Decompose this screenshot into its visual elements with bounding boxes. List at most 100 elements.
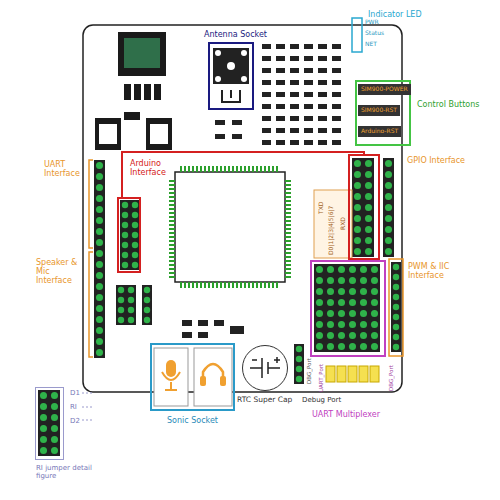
chip-pin <box>169 224 175 226</box>
smd-part <box>276 56 285 61</box>
small-parts <box>198 332 208 338</box>
antenna-connector <box>227 62 235 70</box>
smd-part <box>262 128 271 133</box>
smd-part <box>276 92 285 97</box>
header-pin <box>371 277 378 284</box>
module-component <box>118 32 166 76</box>
chip-pin <box>276 166 278 172</box>
header-pin <box>327 332 334 339</box>
chip-pin <box>264 166 266 172</box>
header-pin <box>122 212 128 218</box>
jumper-cap <box>370 366 379 382</box>
chip-pin <box>169 236 175 238</box>
multiplexer-box: UART Multiplexer <box>310 260 386 357</box>
header-pin <box>393 334 399 340</box>
header-pin <box>393 274 399 280</box>
chip-pin <box>204 282 206 288</box>
smd-part <box>332 140 341 145</box>
smd-part <box>318 128 327 133</box>
header-pin <box>96 195 103 202</box>
chip-pin <box>224 166 226 172</box>
supercap-circle: RTC Super Cap <box>242 345 288 391</box>
chip-pin <box>196 166 198 172</box>
header-pin <box>316 277 323 284</box>
led-name: PWR <box>365 19 395 26</box>
header-pin <box>354 193 361 200</box>
chip-pin <box>220 282 222 288</box>
small-parts <box>230 326 244 334</box>
audio-jacks <box>220 376 226 386</box>
chip-pin <box>285 236 291 238</box>
header-pin <box>365 237 372 244</box>
header-pin <box>354 226 361 233</box>
smd-part <box>276 68 285 73</box>
header-pin <box>96 173 103 180</box>
header-body <box>120 200 140 270</box>
smd-part <box>304 92 313 97</box>
smd-part <box>276 44 285 49</box>
header-pin <box>51 392 58 399</box>
chip-pin <box>169 212 175 214</box>
antenna-connector <box>241 76 247 82</box>
pwm-bracket <box>389 259 403 356</box>
audio-jacks <box>194 348 232 406</box>
header-pin <box>393 264 399 270</box>
chip-pin <box>268 166 270 172</box>
chip-pin <box>204 166 206 172</box>
header-pin <box>360 310 367 317</box>
header-pin <box>371 321 378 328</box>
chip-pin <box>285 184 291 186</box>
header-pin <box>128 307 134 313</box>
chip-pin <box>285 276 291 278</box>
header-pin <box>327 343 334 350</box>
header-pin <box>144 287 150 293</box>
header-pin <box>122 202 128 208</box>
chip-pin <box>285 180 291 182</box>
header-pin <box>96 217 103 224</box>
smd-part <box>276 80 285 85</box>
chip-pin <box>264 282 266 288</box>
antenna-connector <box>213 48 249 84</box>
mcu-chip <box>175 172 285 282</box>
header-pin <box>327 288 334 295</box>
header-pin <box>385 160 392 167</box>
header-pin <box>393 324 399 330</box>
header-pin <box>385 215 392 222</box>
header-pin <box>327 277 334 284</box>
smd-part <box>290 116 299 121</box>
chip-pin <box>256 282 258 288</box>
header-pin <box>365 215 372 222</box>
antenna-connector <box>241 50 247 56</box>
header-pin <box>349 288 356 295</box>
header-pin <box>316 299 323 306</box>
chip-pin <box>236 282 238 288</box>
chip-pin <box>240 282 242 288</box>
chip-pin <box>200 166 202 172</box>
smd-part <box>290 44 299 49</box>
indicator-label: Indicator LED <box>368 10 448 19</box>
button-label: SIM900-POWER <box>361 86 408 93</box>
jumper-detail-box: RI jumper detail figure <box>35 387 64 460</box>
header-pin <box>316 266 323 273</box>
chip-pin <box>169 208 175 210</box>
chip-pin <box>212 166 214 172</box>
header-pin <box>40 392 47 399</box>
smd-part <box>262 92 271 97</box>
smd-part <box>262 56 271 61</box>
header-pin <box>316 332 323 339</box>
chip-pin <box>285 264 291 266</box>
header-pin <box>354 182 361 189</box>
small-parts <box>214 320 224 326</box>
header-pin <box>338 343 345 350</box>
module-component <box>99 124 117 144</box>
small-parts <box>232 120 242 125</box>
header-pin <box>327 266 334 273</box>
chip-pin <box>169 272 175 274</box>
smd-part <box>318 104 327 109</box>
chip-pin <box>228 282 230 288</box>
node-label: Arduino Interface <box>130 159 176 177</box>
header-pin <box>40 425 47 432</box>
chip-pin <box>256 166 258 172</box>
chip-pin <box>228 166 230 172</box>
chip-pin <box>285 224 291 226</box>
